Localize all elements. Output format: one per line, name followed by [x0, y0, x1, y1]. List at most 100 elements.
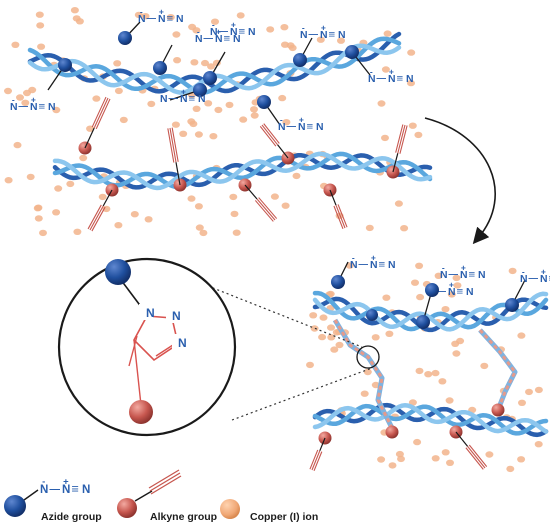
copper-ion: [54, 185, 63, 192]
copper-ion: [407, 79, 415, 87]
copper-ion: [345, 262, 354, 269]
copper-ion: [382, 294, 391, 301]
copper-ion: [452, 274, 461, 282]
copper-ion: [395, 450, 404, 458]
crosslink-left: [332, 318, 395, 430]
svg-text:N: N: [198, 94, 206, 105]
copper-ion: [33, 205, 42, 212]
legend-azide-label: Azide group: [41, 511, 102, 523]
copper-ion: [445, 397, 454, 404]
copper-ion: [400, 225, 409, 232]
triazole-n3-label: N: [178, 336, 187, 350]
copper-ion: [525, 388, 533, 396]
copper-ion: [144, 216, 153, 223]
copper-ion: [114, 87, 123, 95]
copper-ion: [330, 346, 339, 353]
svg-text:N: N: [440, 270, 448, 281]
copper-ion-icon: [220, 499, 240, 519]
azide-group: [153, 61, 167, 75]
svg-text:N: N: [10, 102, 18, 113]
copper-ion: [11, 41, 20, 48]
copper-ion: [130, 211, 139, 218]
svg-text:N: N: [448, 287, 456, 298]
svg-text:—: —: [437, 286, 447, 297]
svg-text:N: N: [540, 274, 548, 285]
copper-ion: [52, 106, 61, 114]
copper-ion: [26, 173, 35, 181]
svg-text:-: -: [162, 86, 165, 96]
svg-text:N: N: [406, 74, 414, 85]
legend-azide-formula: N-—N+≡N: [40, 477, 90, 496]
copper-ion: [414, 131, 423, 139]
svg-text:N: N: [160, 94, 168, 105]
copper-ion: [383, 30, 392, 37]
svg-text:—: —: [359, 259, 369, 270]
copper-ion: [232, 229, 241, 236]
svg-text:≡: ≡: [549, 273, 550, 285]
svg-text:+: +: [231, 19, 236, 29]
azide-group-formula: N-—N+≡N: [350, 252, 396, 271]
legend-alkyne-label: Alkyne group: [150, 511, 218, 523]
svg-text:—: —: [19, 101, 29, 112]
azide-group: [505, 298, 519, 312]
copper-ion: [250, 112, 259, 119]
copper-ion: [21, 99, 30, 107]
azide-group: [257, 95, 271, 109]
copper-ion: [415, 262, 424, 269]
copper-ion: [236, 12, 245, 19]
svg-text:N: N: [370, 260, 378, 271]
triazole-n2-label: N: [172, 309, 181, 323]
svg-text:—: —: [219, 26, 229, 37]
copper-ion: [518, 399, 526, 406]
copper-ion: [211, 18, 219, 25]
copper-ion: [415, 367, 424, 375]
copper-ion: [517, 456, 526, 463]
svg-text:—: —: [449, 269, 459, 280]
svg-text:N: N: [368, 74, 376, 85]
svg-text:-: -: [12, 94, 15, 104]
svg-text:+: +: [389, 66, 394, 76]
svg-text:N: N: [138, 14, 146, 25]
copper-ion: [114, 222, 123, 229]
copper-ion: [446, 459, 454, 466]
copper-ion: [39, 229, 47, 237]
svg-text:N: N: [316, 122, 324, 133]
copper-ion: [172, 31, 181, 38]
copper-ion: [4, 87, 12, 95]
polymer-strand-network-bottom: [312, 402, 549, 438]
copper-ion: [278, 94, 287, 102]
legend-alkyne-icon: [117, 498, 137, 518]
svg-text:N: N: [520, 274, 528, 285]
copper-ion: [36, 22, 45, 29]
copper-ion: [377, 456, 386, 463]
copper-ion: [194, 203, 203, 210]
azide-group-formula: N-—N+≡N: [520, 266, 550, 285]
svg-text:N: N: [215, 34, 223, 45]
copper-ion: [327, 324, 335, 331]
svg-text:N: N: [320, 30, 328, 41]
azide-group-formula: N-—N+≡N: [278, 114, 324, 133]
copper-ion: [173, 57, 182, 64]
svg-text:≡: ≡: [239, 26, 246, 38]
copper-ion: [280, 24, 289, 31]
copper-ion: [394, 200, 403, 207]
copper-ion: [327, 334, 336, 341]
copper-ion: [413, 438, 422, 446]
copper-ion: [199, 229, 208, 237]
copper-ion: [288, 44, 297, 52]
svg-text:—: —: [49, 483, 60, 495]
copper-ion: [23, 89, 31, 97]
svg-text:-: -: [212, 19, 215, 29]
copper-ion: [13, 141, 22, 149]
copper-ion: [480, 362, 489, 370]
copper-ion: [141, 13, 150, 20]
svg-text:N: N: [230, 27, 238, 38]
svg-text:N: N: [62, 484, 70, 496]
svg-text:-: -: [522, 266, 525, 276]
svg-text:N: N: [210, 27, 218, 38]
svg-text:-: -: [370, 66, 373, 76]
svg-text:≡: ≡: [167, 13, 174, 25]
svg-text:N: N: [478, 270, 486, 281]
copper-ion: [318, 333, 327, 341]
svg-text:-: -: [197, 26, 200, 36]
